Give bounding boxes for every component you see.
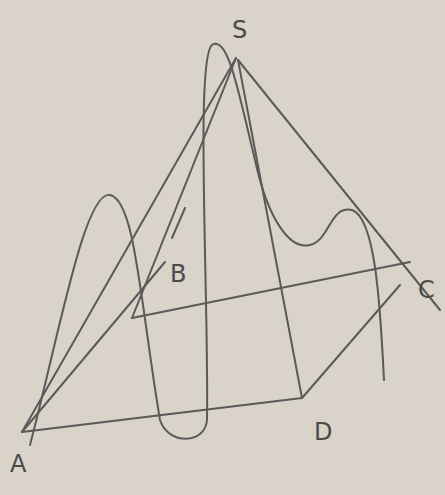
edge-sb — [132, 58, 236, 318]
vertex-label: D — [314, 420, 332, 444]
vertex-label: A — [10, 452, 26, 476]
edge-ad — [22, 398, 302, 432]
vertex-label: B — [170, 262, 186, 286]
edge-bc — [132, 262, 410, 318]
pencil-mark — [172, 208, 185, 238]
vertex-label: S — [232, 18, 247, 42]
scribble-curve — [30, 44, 384, 445]
edge-sd — [238, 60, 302, 398]
edge-ab — [22, 262, 165, 432]
vertex-label: C — [418, 278, 435, 302]
edge-cd — [302, 285, 400, 398]
edge-sc — [238, 60, 440, 310]
